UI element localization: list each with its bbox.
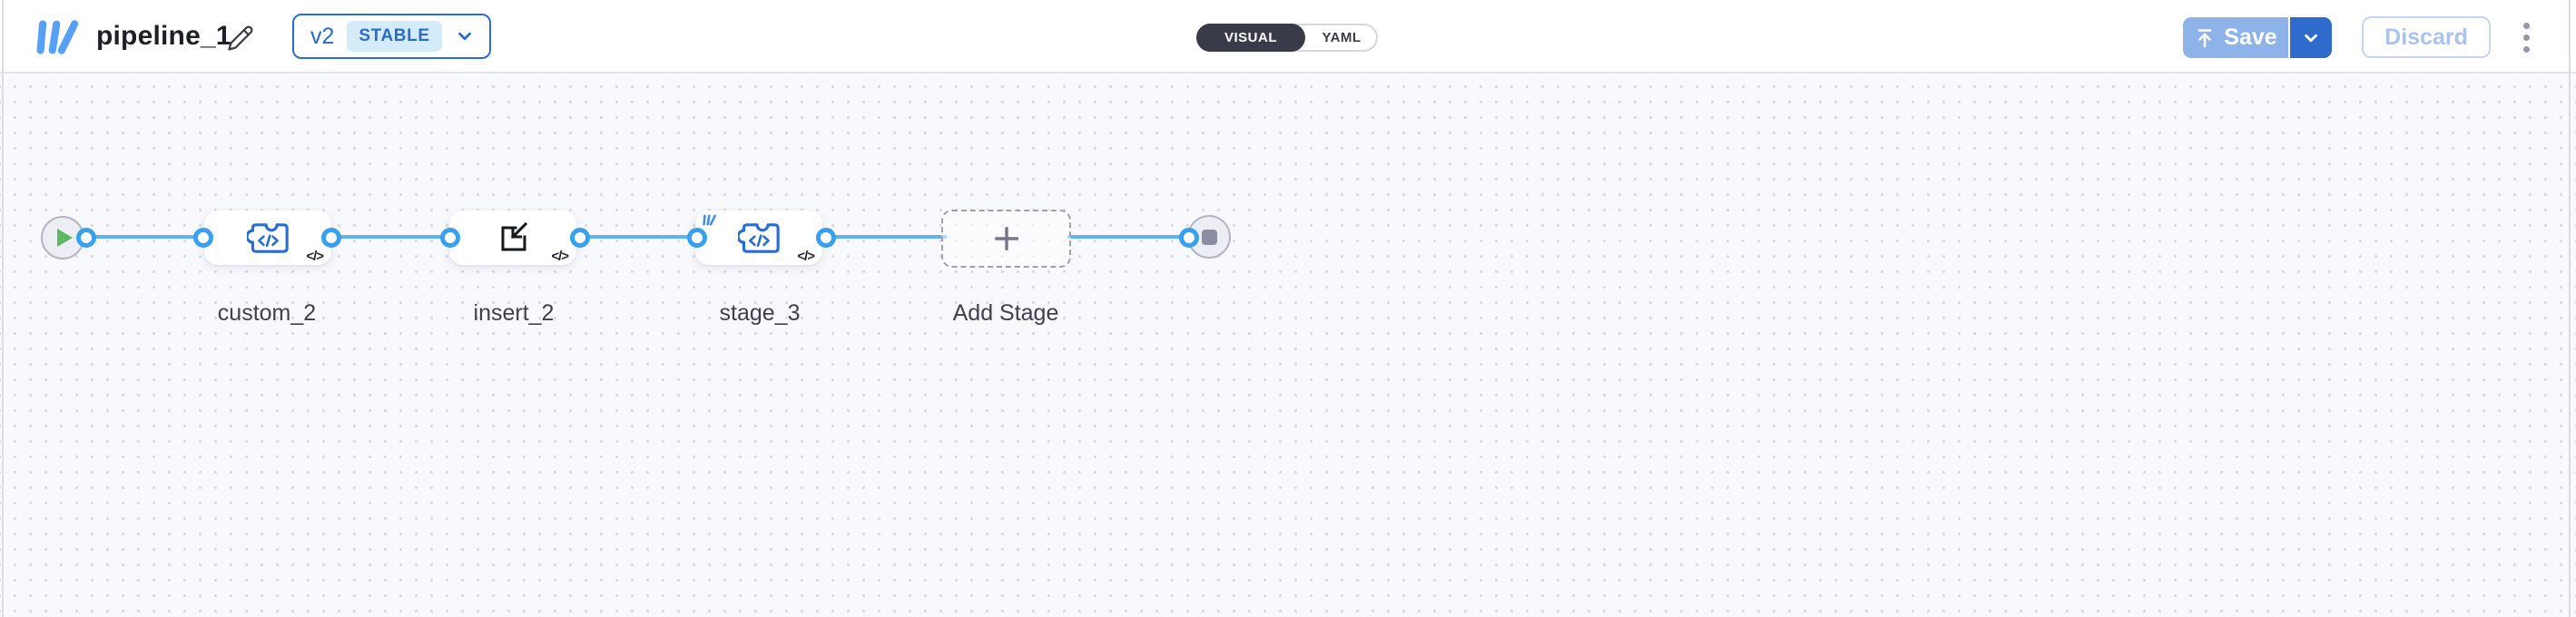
tab-yaml[interactable]: YAML — [1322, 30, 1362, 45]
discard-button[interactable]: Discard — [2362, 16, 2491, 58]
stage-node-stage3[interactable]: </> — [695, 211, 822, 265]
page-title: pipeline_1 — [96, 21, 231, 51]
stage-label-custom2: custom_2 — [217, 300, 317, 326]
view-mode-toggle: VISUAL YAML — [1196, 24, 1378, 52]
stage-label-insert2: insert_2 — [473, 300, 555, 326]
edge-stage3-addstage — [826, 235, 947, 239]
code-icon: </> — [306, 249, 324, 264]
save-options-button[interactable] — [2290, 17, 2332, 58]
plus-icon — [994, 226, 1018, 251]
pipeline-canvas[interactable]: </> </> </> — [0, 73, 2576, 617]
port-start-out[interactable] — [76, 228, 96, 248]
stage-label-stage3: stage_3 — [719, 300, 801, 326]
port-stage3-in[interactable] — [687, 228, 707, 248]
app-logo-icon — [36, 20, 79, 54]
chevron-down-icon — [457, 32, 471, 41]
code-icon: </> — [551, 249, 569, 264]
right-panel-border — [2569, 0, 2571, 617]
add-stage-label: Add Stage — [952, 300, 1059, 326]
more-options-button[interactable] — [2512, 19, 2540, 55]
edge-start-custom2 — [86, 235, 203, 239]
port-insert2-out[interactable] — [570, 228, 590, 248]
stage-node-custom2[interactable]: </> — [204, 211, 331, 265]
edge-insert2-stage3 — [580, 235, 697, 239]
save-button[interactable]: Save — [2183, 17, 2288, 58]
version-status-badge: STABLE — [347, 21, 442, 52]
add-stage-button[interactable] — [941, 210, 1071, 268]
upload-icon — [2197, 28, 2212, 47]
header: pipeline_1 v2 STABLE VISUAL YAML — [0, 0, 2576, 73]
port-stage3-out[interactable] — [816, 228, 836, 248]
port-custom2-in[interactable] — [193, 228, 213, 248]
play-icon — [57, 229, 73, 247]
edit-title-button[interactable] — [225, 24, 256, 54]
pencil-icon — [228, 25, 253, 51]
plugin-code-icon — [247, 222, 289, 253]
save-split-button: Save — [2183, 17, 2332, 58]
stop-icon — [1201, 229, 1217, 245]
import-icon — [501, 221, 528, 251]
port-insert2-in[interactable] — [440, 228, 460, 248]
plugin-code-icon — [738, 222, 780, 253]
kebab-menu-icon — [2522, 22, 2530, 29]
start-node — [41, 216, 84, 260]
chevron-down-icon — [2305, 34, 2317, 42]
edge-custom2-insert2 — [331, 235, 450, 239]
version-label: v2 — [310, 23, 335, 49]
edge-addstage-end — [1067, 235, 1189, 239]
version-selector[interactable]: v2 STABLE — [292, 14, 491, 59]
port-custom2-out[interactable] — [321, 228, 341, 248]
logo-icon — [703, 214, 716, 226]
left-panel-border — [2, 0, 4, 617]
stage-node-insert2[interactable]: </> — [449, 211, 576, 265]
code-icon: </> — [797, 249, 815, 264]
tab-visual[interactable]: VISUAL — [1196, 24, 1305, 52]
save-button-label: Save — [2224, 24, 2277, 50]
save-separator — [2288, 17, 2290, 58]
port-end-in[interactable] — [1179, 228, 1199, 248]
